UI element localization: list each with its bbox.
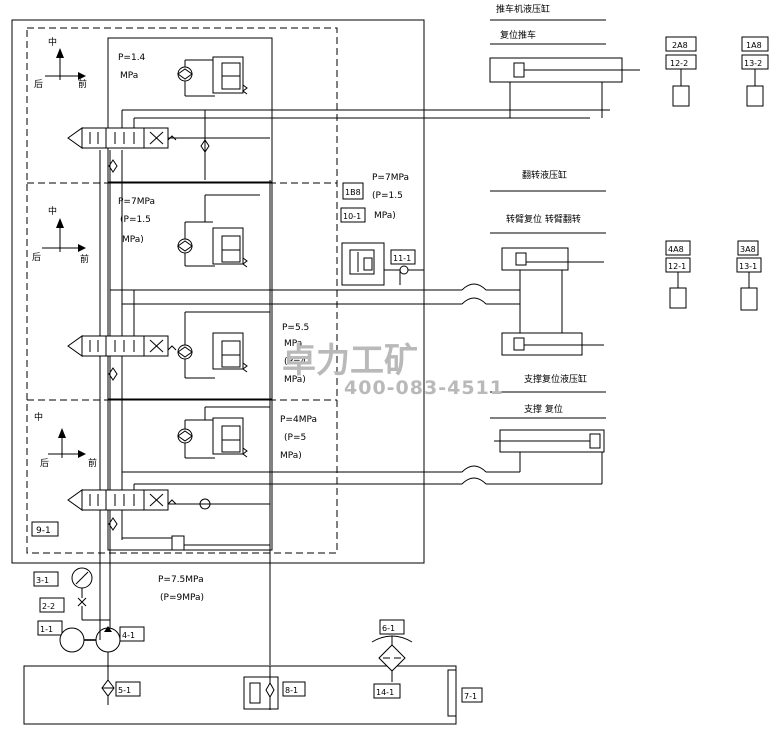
limit-switch-2a8: 2A8 12-2 xyxy=(665,36,697,107)
block2b-pressure-value: P=5.5 xyxy=(282,323,309,333)
tag-8-1: 8-1 xyxy=(282,681,306,697)
limit-switch-3a8: 3A8 13-1 xyxy=(736,240,762,311)
tag-label: 4A8 xyxy=(668,245,684,254)
block1-pressure-value: P=1.4 xyxy=(118,53,146,63)
relief-valve-2b xyxy=(177,311,270,379)
return-filter-8-1 xyxy=(243,666,279,710)
tag-label: 7-1 xyxy=(464,692,477,701)
tag-3-1: 3-1 xyxy=(33,571,59,587)
block1-pressure-unit: MPa xyxy=(120,71,138,81)
block3-pressure-value: P=4MPa xyxy=(280,415,317,425)
pressure-gauge xyxy=(71,567,110,621)
tag-11-1: 11-1 xyxy=(390,249,416,265)
relief-valve-2 xyxy=(177,194,260,268)
direction-front-label: 前 xyxy=(80,253,89,265)
air-filter: 6-1 14-1 xyxy=(371,619,413,699)
tag-label: 13-2 xyxy=(744,59,762,68)
limit-switch-4a8: 4A8 12-1 xyxy=(665,240,691,309)
tag-label: 1A8 xyxy=(746,41,762,50)
block3-pressure-unit: MPa) xyxy=(280,451,302,461)
tag-label: 2-2 xyxy=(42,602,55,611)
watermark-brand: 卓力工矿 xyxy=(282,341,418,381)
tag-2-2: 2-2 xyxy=(39,597,65,613)
tipper-cylinder-upper xyxy=(501,247,604,271)
level-gauge: 7-1 xyxy=(447,669,483,717)
support-group-actions: 支撑 复位 xyxy=(524,403,563,415)
tag-5-1: 5-1 xyxy=(115,681,141,697)
valve-block-2-frame xyxy=(107,182,273,400)
tag-label: 1-1 xyxy=(40,625,53,634)
watermark-phone: 400-083-4511 xyxy=(344,377,504,399)
check-valve-bottom xyxy=(122,535,270,551)
tag-label: 10-1 xyxy=(343,212,361,221)
main-pressure-alt: (P=9MPa) xyxy=(160,593,204,603)
tipper-group-title: 翻转液压缸 xyxy=(522,169,567,181)
tag-label: 9-1 xyxy=(36,526,51,536)
motor-pump xyxy=(59,626,121,666)
block2b-pressure-alt-unit: MPa) xyxy=(284,375,306,385)
limit-switch-1a8: 1A8 13-2 xyxy=(741,36,769,107)
relief-valve-1 xyxy=(177,56,248,97)
relief-pressure-value: P=7MPa xyxy=(372,173,409,183)
pusher-group-action: 复位推车 xyxy=(500,29,536,41)
watermark: 卓力工矿 400-083-4511 xyxy=(282,341,504,399)
block2b-pressure-alt: (P=4 xyxy=(284,357,306,367)
tag-label: 3-1 xyxy=(36,576,49,585)
pusher-cylinder xyxy=(489,57,640,118)
direction-center-label: 中 xyxy=(34,411,43,423)
block2-pressure-alt: (P=1.5 xyxy=(120,215,151,225)
direction-front-label: 前 xyxy=(88,457,97,469)
directional-valve-1 xyxy=(67,127,210,173)
block2-pressure-value: P=7MPa xyxy=(118,197,155,207)
pusher-group-title: 推车机液压缸 xyxy=(496,3,550,15)
directional-valve-3 xyxy=(67,489,270,531)
tag-label: 4-1 xyxy=(122,631,135,640)
tag-label: 13-1 xyxy=(739,262,757,271)
suction-filter xyxy=(101,666,115,705)
block3-pressure-alt: (P=5 xyxy=(284,433,306,443)
direction-indicator-1: 中 后 前 xyxy=(34,36,87,90)
tag-label: 14-1 xyxy=(376,688,394,697)
direction-back-label: 后 xyxy=(40,458,49,469)
tag-4-1: 4-1 xyxy=(119,626,145,642)
tag-1b8: 1B8 xyxy=(342,182,364,200)
relief-pressure-alt: (P=1.5 xyxy=(372,191,403,201)
directional-valve-2 xyxy=(67,335,177,381)
main-pressure-value: P=7.5MPa xyxy=(158,575,204,585)
tag-9-1: 9-1 xyxy=(31,521,59,537)
tag-label: 12-2 xyxy=(670,59,688,68)
tag-10-1: 10-1 xyxy=(340,207,366,223)
tag-label: 1B8 xyxy=(345,188,361,197)
tag-label: 2A8 xyxy=(672,41,688,50)
tag-label: 3A8 xyxy=(740,245,756,254)
direction-indicator-3: 中 后 前 xyxy=(34,411,97,469)
tag-label: 12-1 xyxy=(668,262,686,271)
valve-block-3-frame xyxy=(107,399,273,551)
tag-1-1: 1-1 xyxy=(37,620,63,636)
direction-center-label: 中 xyxy=(48,36,57,48)
pressure-switch-valve xyxy=(341,242,409,286)
tag-label: 6-1 xyxy=(382,624,395,633)
direction-back-label: 后 xyxy=(32,252,41,263)
tag-label: 11-1 xyxy=(393,254,411,263)
support-cylinder xyxy=(494,429,605,484)
relief-pressure-unit: MPa) xyxy=(374,211,396,221)
support-group-title: 支撑复位液压缸 xyxy=(524,373,587,385)
relief-valve-3 xyxy=(177,406,270,459)
tipper-cylinder-lower xyxy=(501,332,604,356)
tag-label: 5-1 xyxy=(118,686,131,695)
direction-front-label: 前 xyxy=(78,78,87,90)
block2-pressure-unit: MPa) xyxy=(122,235,144,245)
tipper-group-actions: 转臂复位 转臂翻转 xyxy=(506,213,581,225)
tag-label: 8-1 xyxy=(285,686,298,695)
direction-back-label: 后 xyxy=(34,79,43,90)
main-valve-frame xyxy=(11,19,425,564)
block2b-pressure-unit: MPa xyxy=(284,339,302,349)
direction-center-label: 中 xyxy=(48,205,57,217)
direction-indicator-2: 中 后 前 xyxy=(32,205,89,265)
